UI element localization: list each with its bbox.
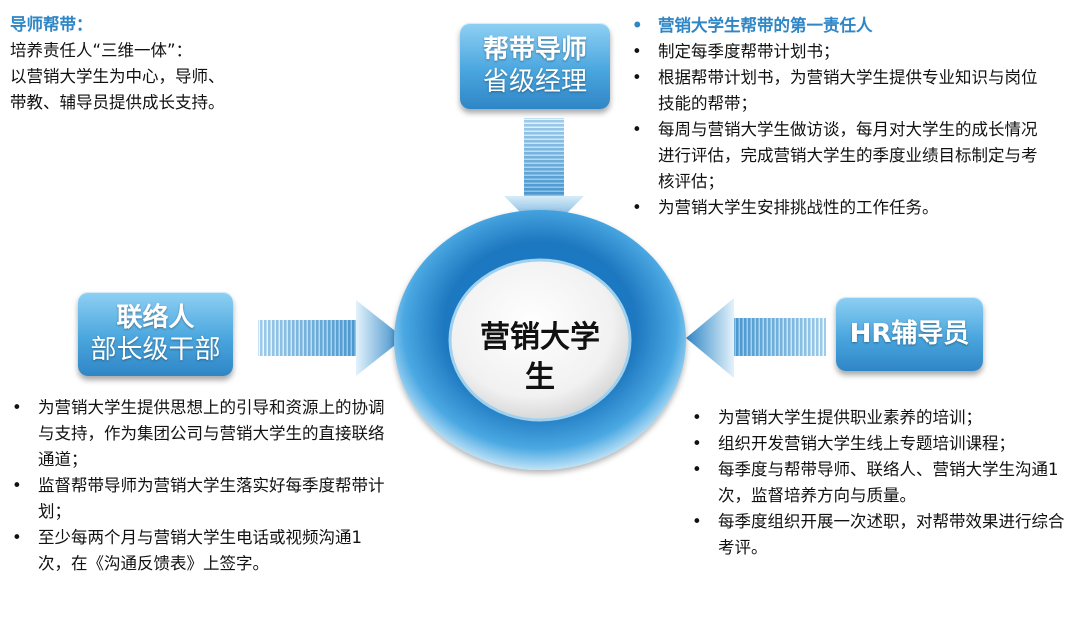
mentor-duty-1: 制定每季度帮带计划书； bbox=[630, 39, 1050, 65]
right-arrow bbox=[258, 300, 404, 376]
hr-duties: 为营销大学生提供职业素养的培训； 组织开发营销大学生线上专题培训课程； 每季度与… bbox=[690, 405, 1075, 561]
center-label: 营销大学生 bbox=[480, 320, 600, 395]
mentor-duties: 营销大学生帮带的第一责任人 制定每季度帮带计划书； 根据帮带计划书，为营销大学生… bbox=[630, 13, 1050, 221]
hr-duty-1: 为营销大学生提供职业素养的培训； bbox=[690, 405, 1075, 431]
hr-duty-4: 每季度组织开展一次述职，对帮带效果进行综合考评。 bbox=[690, 509, 1075, 561]
hr-box: HR辅导员 bbox=[836, 297, 983, 371]
liaison-title: 联络人 bbox=[116, 303, 195, 333]
mentor-duty-3: 每周与营销大学生做访谈，每月对大学生的成长情况进行评估，完成营销大学生的季度业绩… bbox=[630, 117, 1050, 195]
mentor-duty-2: 根据帮带计划书，为营销大学生提供专业知识与岗位技能的帮带； bbox=[630, 65, 1050, 117]
liaison-box: 联络人 部长级干部 bbox=[78, 292, 233, 376]
summary-line-2: 以营销大学生为中心，导师、 bbox=[10, 67, 225, 86]
hr-duty-3: 每季度与帮带导师、联络人、营销大学生沟通1次，监督培养方向与质量。 bbox=[690, 457, 1075, 509]
mentor-subtitle: 省级经理 bbox=[482, 67, 587, 97]
liaison-subtitle: 部长级干部 bbox=[90, 335, 221, 365]
center-ring bbox=[394, 210, 686, 470]
liaison-duty-2: 监督帮带导师为营销大学生落实好每季度帮带计划； bbox=[10, 473, 390, 525]
summary-line-3: 带教、辅导员提供成长支持。 bbox=[10, 93, 225, 112]
mentor-duty-4: 为营销大学生安排挑战性的工作任务。 bbox=[630, 195, 1050, 221]
hr-duty-2: 组织开发营销大学生线上专题培训课程； bbox=[690, 431, 1075, 457]
mentoring-heading: 导师帮带： bbox=[10, 15, 93, 34]
liaison-duty-3: 至少每两个月与营销大学生电话或视频沟通1次，在《沟通反馈表》上签字。 bbox=[10, 525, 390, 577]
mentor-duties-heading: 营销大学生帮带的第一责任人 bbox=[630, 13, 1050, 39]
left-arrow bbox=[686, 298, 826, 378]
mentor-title: 帮带导师 bbox=[482, 35, 587, 65]
mentoring-summary: 导师帮带： 培养责任人“三维一体”： 以营销大学生为中心，导师、 带教、辅导员提… bbox=[10, 12, 280, 116]
liaison-duty-1: 为营销大学生提供思想上的引导和资源上的协调与支持，作为集团公司与营销大学生的直接… bbox=[10, 395, 390, 473]
summary-line-1: 培养责任人“三维一体”： bbox=[10, 41, 193, 60]
hr-title: HR辅导员 bbox=[849, 319, 970, 349]
liaison-duties: 为营销大学生提供思想上的引导和资源上的协调与支持，作为集团公司与营销大学生的直接… bbox=[10, 395, 390, 577]
mentor-box: 帮带导师 省级经理 bbox=[460, 23, 610, 109]
